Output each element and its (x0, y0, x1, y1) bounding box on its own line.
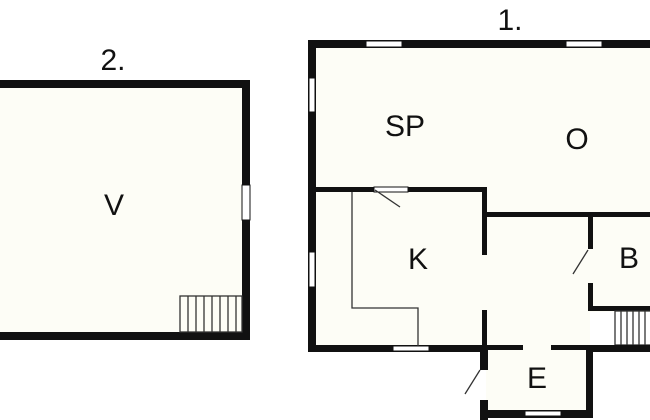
door[interactable] (572, 249, 589, 275)
interior-wall (316, 187, 374, 192)
window (308, 77, 316, 113)
floor-area (312, 44, 650, 350)
stairs (614, 310, 650, 346)
room-label-sp: SP (385, 110, 425, 143)
window (565, 40, 603, 48)
entry-door[interactable] (464, 369, 481, 395)
window (524, 410, 562, 417)
floor-label: 2. (100, 44, 125, 77)
room-label-b: B (619, 242, 639, 275)
stairs (179, 295, 243, 333)
exterior-wall (586, 345, 650, 352)
entry-floor (486, 348, 590, 413)
exterior-wall-left (308, 40, 316, 352)
interior-wall (588, 306, 650, 311)
floor-plan-1: 1. SP O K B E (308, 4, 650, 420)
kitchen-counter (351, 192, 419, 346)
floor-label: 1. (497, 4, 522, 37)
interior-wall (487, 212, 650, 217)
floor-plan-2: 2. V (0, 44, 251, 340)
interior-wall (482, 310, 487, 352)
room-floor (0, 84, 242, 336)
room-label-o: O (565, 123, 588, 156)
exterior-wall-top (308, 40, 650, 48)
exterior-wall (586, 345, 593, 417)
interior-wall (588, 283, 593, 311)
interior-wall (482, 187, 487, 255)
room-label-k: K (408, 243, 428, 276)
interior-wall (408, 187, 486, 192)
interior-wall (588, 217, 593, 249)
door[interactable] (374, 189, 401, 208)
exterior-wall (480, 348, 488, 370)
interior-wall (486, 345, 523, 350)
room-label-e: E (527, 362, 547, 395)
window (241, 184, 251, 221)
door-frame (373, 186, 409, 193)
room-label-v: V (104, 189, 124, 222)
window (308, 251, 316, 288)
window (365, 40, 403, 48)
window (392, 345, 430, 352)
interior-wall (551, 345, 591, 350)
